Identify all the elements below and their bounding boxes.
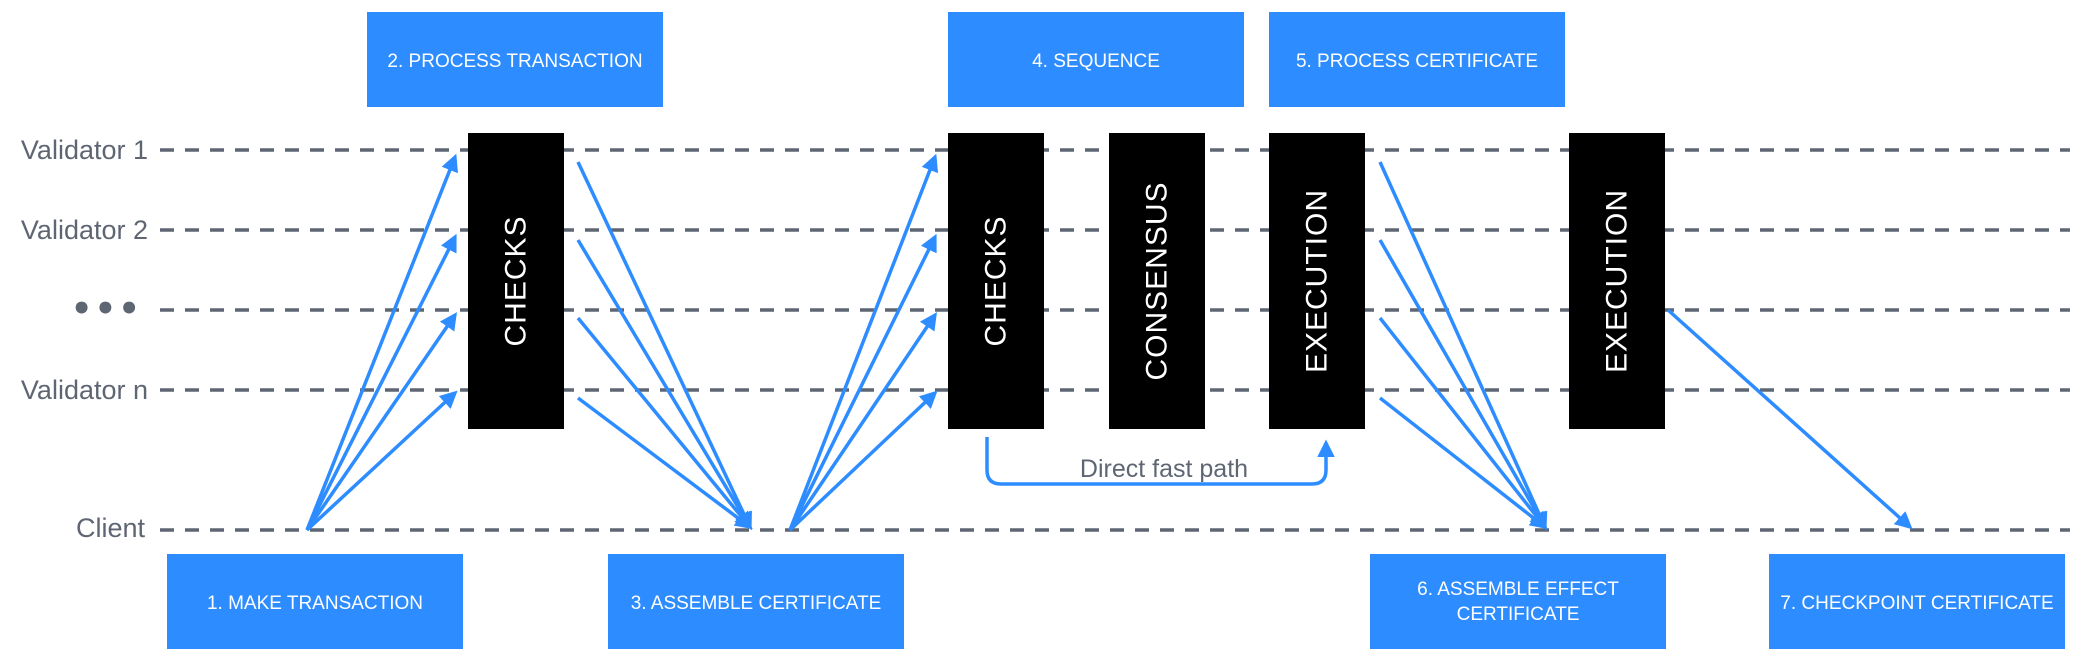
arrow-client-to-validator-2 xyxy=(305,233,457,531)
arrow-client-to-validator-ellipsis xyxy=(305,312,457,531)
arrow-effect-validator-1-to-client xyxy=(1378,161,1548,531)
step-label-assemble-certificate: 3. ASSEMBLE CERTIFICATE xyxy=(631,593,882,614)
arrow-execution-to-checkpoint xyxy=(1666,308,1913,530)
step-box-assemble-certificate xyxy=(608,554,904,649)
block-execution-2 xyxy=(1569,133,1665,429)
step-box-process-transaction xyxy=(367,12,663,107)
block-label-checks-2: CHECKS xyxy=(980,215,1013,346)
fast-path-label: Direct fast path xyxy=(1080,455,1248,483)
step-label-process-certificate: 5. PROCESS CERTIFICATE xyxy=(1296,51,1538,72)
step-label-make-transaction: 1. MAKE TRANSACTION xyxy=(207,593,423,614)
fast-path-arrow xyxy=(985,437,1335,486)
block-execution-1 xyxy=(1269,133,1365,429)
step-label-sequence: 4. SEQUENCE xyxy=(1032,51,1160,72)
step-label-checkpoint-certificate: 7. CHECKPOINT CERTIFICATE xyxy=(1780,593,2053,614)
block-label-execution-1: EXECUTION xyxy=(1301,189,1334,373)
step-box-make-transaction xyxy=(167,554,463,649)
step-box-sequence xyxy=(948,12,1244,107)
arrow-validator-2-to-client xyxy=(576,239,752,531)
step-label-process-transaction: 2. PROCESS TRANSACTION xyxy=(387,51,642,72)
step-label-assemble-effect-line1: 6. ASSEMBLE EFFECT xyxy=(1417,579,1619,600)
label-validator-2: Validator 2 xyxy=(21,215,148,245)
arrow-certificate-to-validator-1 xyxy=(788,153,939,531)
step-box-process-certificate xyxy=(1269,12,1565,107)
arrow-certificate-to-validator-ellipsis xyxy=(788,312,937,531)
label-ellipsis: ••• xyxy=(71,289,142,329)
block-label-checks-1: CHECKS xyxy=(500,215,533,346)
step-box-checkpoint-certificate xyxy=(1769,554,2065,649)
label-validator-1: Validator 1 xyxy=(21,135,148,165)
arrow-certificate-to-validator-n xyxy=(788,390,938,532)
arrow-client-to-validator-1 xyxy=(305,153,458,531)
arrow-effect-validator-2-to-client xyxy=(1378,239,1547,531)
block-checks-1 xyxy=(468,133,564,429)
block-consensus xyxy=(1109,133,1205,429)
arrow-validator-1-to-client xyxy=(576,161,752,531)
arrow-client-to-validator-n xyxy=(305,390,458,532)
arrow-validator-ellipsis-to-client xyxy=(576,316,753,530)
arrow-effect-validator-n-to-client xyxy=(1378,396,1548,530)
block-label-consensus: CONSENSUS xyxy=(1141,181,1174,380)
block-label-execution-2: EXECUTION xyxy=(1601,189,1634,373)
label-validator-n: Validator n xyxy=(21,375,148,405)
block-checks-2 xyxy=(948,133,1044,429)
arrow-validator-n-to-client xyxy=(576,396,753,530)
step-label-assemble-effect-line2: CERTIFICATE xyxy=(1457,604,1580,625)
arrow-effect-validator-ellipsis-to-client xyxy=(1378,316,1548,530)
step-box-assemble-effect-certificate xyxy=(1370,554,1666,649)
label-client: Client xyxy=(76,513,146,543)
arrow-certificate-to-validator-2 xyxy=(788,233,937,531)
